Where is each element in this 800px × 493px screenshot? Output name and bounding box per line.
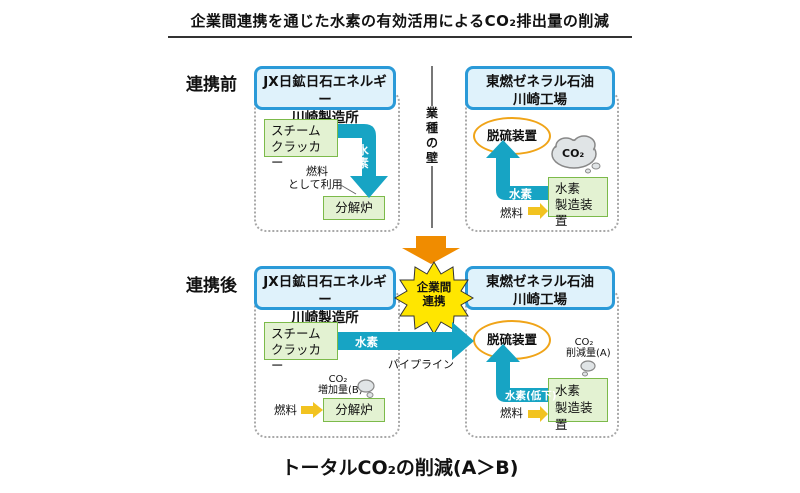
before-fuel-arrow <box>528 203 548 219</box>
collaboration-badge-line1: 企業間 <box>416 280 452 294</box>
collaboration-badge-line2: 連携 <box>422 294 446 308</box>
before-fuel-use-line1: 燃料 <box>306 165 328 178</box>
before-steam-cracker-line1: スチーム <box>271 123 321 138</box>
after-pipeline-hydrogen-label: 水素 <box>355 335 378 349</box>
before-desulfurizer-oval: 脱硫装置 <box>473 117 551 155</box>
after-hydrogen-plant-line2: 製造装置 <box>555 400 593 432</box>
after-steam-cracker-line2: クラッカー <box>271 342 322 373</box>
after-hydrogen-plant-line1: 水素 <box>555 383 581 398</box>
after-tonen-company-name: 東燃ゼネラル石油 <box>486 274 594 290</box>
after-pipeline-hydrogen-arrow <box>338 322 474 360</box>
before-hydrogen-plant-line2: 製造装置 <box>555 197 593 228</box>
title-underline <box>168 36 632 38</box>
before-tonen-company-name: 東燃ゼネラル石油 <box>486 74 594 90</box>
after-tonen-company-box: 東燃ゼネラル石油 川崎工場 <box>465 266 615 310</box>
before-steam-cracker-box: スチーム クラッカー <box>264 119 338 170</box>
after-co2-increase-line2: 増加量(B) <box>318 385 363 396</box>
before-furnace-label: 分解炉 <box>335 200 373 215</box>
before-hydrogen-arrow-body <box>338 124 388 198</box>
before-jx-company-box: JX日鉱日石エネルギー 川崎製造所 <box>254 66 396 126</box>
after-tonen-fuel-label: 燃料 <box>500 406 523 420</box>
after-furnace-label: 分解炉 <box>335 402 373 417</box>
after-pipeline-label: パイプライン <box>388 358 454 371</box>
after-co2-increase-line1: CO₂ <box>328 374 348 385</box>
before-fuel-use-note: 燃料 <box>306 165 328 178</box>
footer-summary: トータルCO₂の削減(A＞B) <box>281 457 519 479</box>
industry-wall-label: 業種の壁 <box>424 106 440 166</box>
before-fuel-use-note-2: として利用 <box>288 178 343 191</box>
before-hydrogen-plant-line1: 水素 <box>555 181 581 196</box>
before-fuel-label: 燃料 <box>500 206 523 220</box>
after-jx-company-name: JX日鉱日石エネルギー <box>263 274 387 308</box>
before-jx-hydrogen-label: 水素 <box>357 143 369 170</box>
diagram-title: 企業間連携を通じた水素の有効活用によるCO₂排出量の削減 <box>190 12 610 30</box>
after-co2-reduction-line1: CO₂ <box>574 337 594 348</box>
collaboration-badge-label: 企業間 連携 <box>392 280 476 308</box>
before-hydrogen-plant-box: 水素 製造装置 <box>548 177 608 228</box>
before-tonen-company-box: 東燃ゼネラル石油 川崎工場 <box>465 66 615 110</box>
before-furnace-box: 分解炉 <box>323 196 385 220</box>
after-desulfurizer-label: 脱硫装置 <box>486 332 537 347</box>
after-jx-fuel-label: 燃料 <box>274 403 297 417</box>
after-tonen-hydrogen-label: 水素(低下) <box>505 390 557 402</box>
after-co2-increase: CO₂ 増加量(B) <box>318 374 363 396</box>
after-tonen-plant-name: 川崎工場 <box>513 292 567 308</box>
after-tonen-fuel-arrow <box>528 406 548 422</box>
before-tonen-hydrogen-arrow <box>486 140 548 200</box>
after-jx-fuel-arrow <box>301 402 323 418</box>
before-co2-cloud-icon <box>551 135 601 174</box>
before-desulfurizer-label: 脱硫装置 <box>486 128 537 143</box>
stage-label-after: 連携後 <box>186 276 237 296</box>
transition-down-arrow <box>402 236 460 264</box>
after-desulfurizer-oval: 脱硫装置 <box>473 320 551 360</box>
after-furnace-box: 分解炉 <box>323 398 385 422</box>
before-steam-cracker-line2: クラッカー <box>271 139 322 170</box>
after-tonen-hydrogen-arrow <box>486 344 548 402</box>
after-co2-reduction: CO₂ 削減量(A) <box>566 337 611 359</box>
after-steam-cracker-box: スチーム クラッカー <box>264 322 338 373</box>
before-co2-cloud-label: CO₂ <box>562 147 585 160</box>
after-co2-reduction-cloud-icon <box>580 360 596 377</box>
after-co2-reduction-line2: 削減量(A) <box>566 348 611 359</box>
after-hydrogen-plant-box: 水素 製造装置 <box>548 378 608 432</box>
stage-label-before: 連携前 <box>186 75 237 95</box>
after-steam-cracker-line1: スチーム <box>271 326 321 341</box>
before-jx-company-name: JX日鉱日石エネルギー <box>263 74 387 108</box>
after-jx-company-box: JX日鉱日石エネルギー 川崎製造所 <box>254 266 396 326</box>
before-fuel-note-pointer <box>338 183 357 195</box>
after-co2-increase-cloud-icon <box>357 379 375 398</box>
before-tonen-plant-name: 川崎工場 <box>513 92 567 108</box>
before-tonen-hydrogen-label: 水素 <box>509 187 532 201</box>
